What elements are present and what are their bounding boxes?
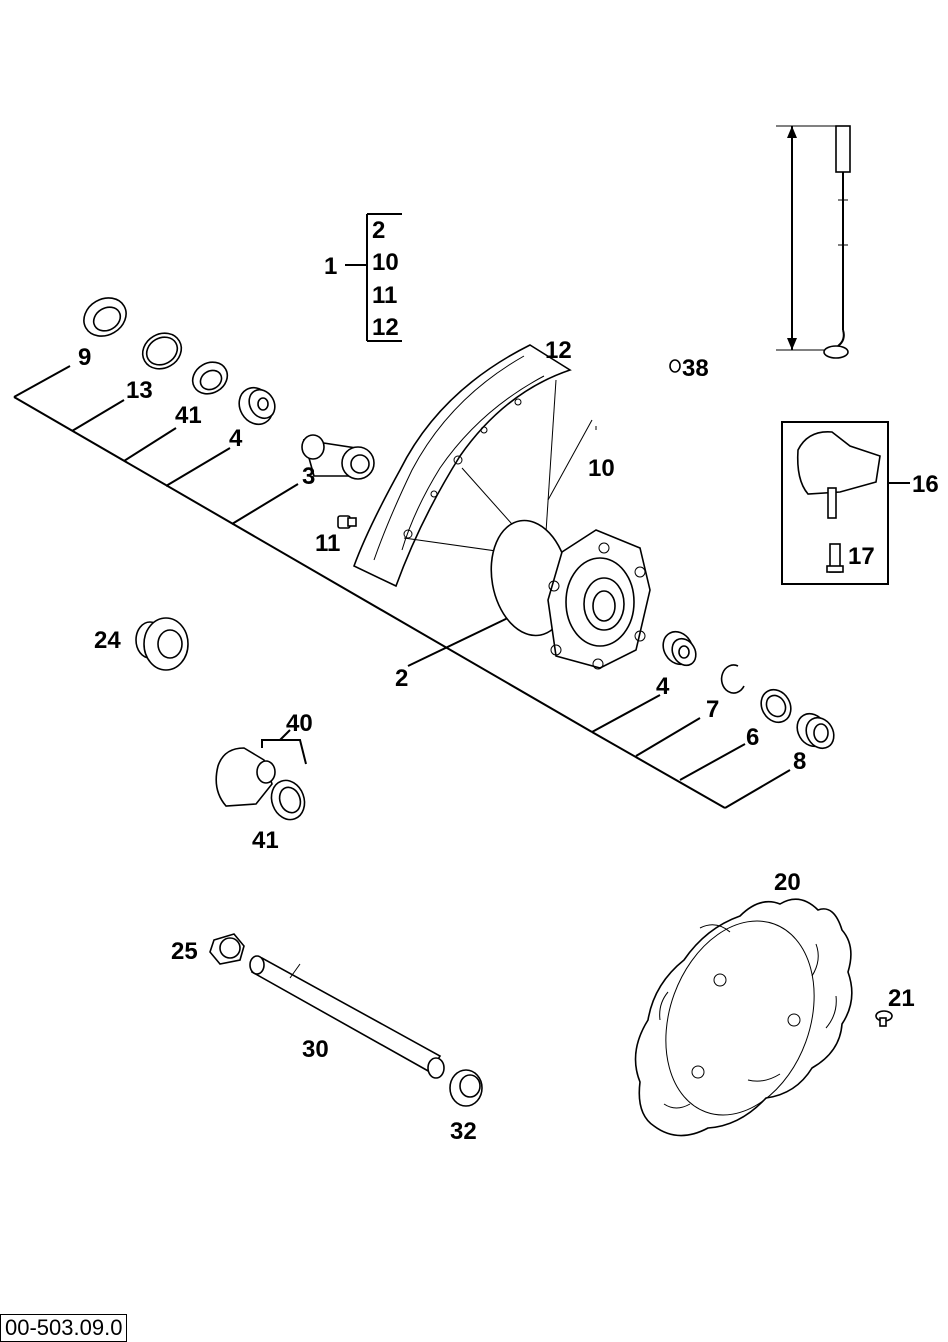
callout-speedo-drive: 40 <box>286 710 313 737</box>
disc-screw-part <box>875 1010 893 1027</box>
hub-part <box>490 519 651 670</box>
callout-rim-lock-kit: 16 <box>912 471 939 498</box>
valve-cap-part <box>669 359 681 373</box>
retainer-left-part <box>191 361 229 395</box>
callout-valve-cap: 38 <box>682 355 709 382</box>
callout-axle: 30 <box>302 1036 329 1063</box>
callout-bearing-left: 4 <box>229 425 243 452</box>
spacer-right-part <box>796 712 835 750</box>
callout-spokes: 10 <box>588 455 615 482</box>
callout-spacer-24: 24 <box>94 627 121 654</box>
rim-lock-kit <box>781 421 910 585</box>
circlip-part <box>720 664 745 694</box>
assembly-member-label: 11 <box>372 282 397 309</box>
callout-rim: 12 <box>545 337 572 364</box>
axle-clamp-part <box>449 1069 483 1107</box>
left-exploded-axis <box>13 365 593 733</box>
assembly-member-label: 12 <box>372 314 399 341</box>
spacer-tube-part <box>301 434 375 480</box>
callout-nipple: 11 <box>315 530 340 557</box>
spoke-length-detail <box>776 125 851 359</box>
axle-nut-part <box>209 933 245 965</box>
shim-ring-part <box>141 332 183 370</box>
callout-bearing-right: 4 <box>656 673 670 700</box>
callout-retainer-left: 41 <box>175 402 202 429</box>
bearing-right-part <box>662 630 697 667</box>
nipple-part <box>337 515 357 529</box>
callout-rim-lock-screw: 17 <box>848 543 875 570</box>
callout-spacer-tube: 3 <box>302 463 315 490</box>
callout-hub: 2 <box>395 665 408 692</box>
speedo-drive-group <box>215 729 307 821</box>
callout-brake-disc: 20 <box>774 869 801 896</box>
spacer-24-part <box>135 617 189 671</box>
bearing-left-part <box>238 386 276 426</box>
callout-spacer-right: 8 <box>793 748 806 775</box>
callout-circlip: 7 <box>706 696 719 723</box>
callout-retainer-lower: 41 <box>252 827 279 854</box>
callout-axle-nut: 25 <box>171 938 198 965</box>
document-code: 00-503.09.0 <box>0 1314 128 1342</box>
assembly-member-label: 2 <box>372 217 385 244</box>
right-exploded-axis <box>407 615 791 809</box>
callout-shim-ring: 13 <box>126 377 153 404</box>
axle-part <box>249 955 445 1079</box>
assembly-label: 1 <box>324 253 337 280</box>
seal-ring-right-part <box>760 688 792 724</box>
seal-left-part <box>83 297 127 337</box>
assembly-group-bracket: 1 2 10 11 12 <box>324 213 402 342</box>
callout-disc-screw: 21 <box>888 985 915 1012</box>
rim-part <box>352 344 572 588</box>
callout-seal-left: 9 <box>78 344 91 371</box>
brake-disc-part <box>634 898 853 1137</box>
callout-seal-ring-right: 6 <box>746 724 759 751</box>
assembly-member-label: 10 <box>372 249 399 276</box>
callout-axle-clamp: 32 <box>450 1118 477 1145</box>
